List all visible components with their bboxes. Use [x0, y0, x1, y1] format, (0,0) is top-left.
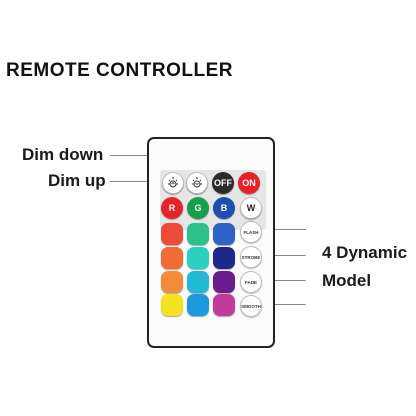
fade-label: FADE [244, 279, 257, 285]
dim-up-leader-line [110, 181, 156, 182]
on-label: ON [242, 178, 256, 188]
blue-button[interactable]: B [213, 197, 235, 219]
sun-up-icon [168, 177, 178, 188]
color-button-r2c1[interactable] [161, 223, 183, 245]
model-label: Model [322, 271, 372, 290]
color-button-r4c1[interactable] [161, 271, 183, 293]
green-button[interactable]: G [187, 197, 209, 219]
dim-up-button[interactable] [162, 172, 184, 194]
smooth-label: SMOOTH [241, 303, 261, 309]
g-label: G [194, 203, 202, 213]
fade-button[interactable]: FADE [240, 271, 262, 293]
dim-down-label: Dim down [22, 145, 104, 164]
off-label: OFF [214, 178, 232, 188]
fade-leader-line [262, 280, 306, 281]
color-button-r3c2[interactable] [187, 247, 209, 269]
sun-down-icon [192, 177, 202, 188]
smooth-button[interactable]: SMOOTH [240, 295, 262, 317]
dim-down-button[interactable] [186, 172, 208, 194]
color-button-r5c2[interactable] [187, 294, 209, 316]
off-button[interactable]: OFF [212, 172, 234, 194]
remote-controller: OFF ON R G B W FLASH STROBE FADE SMOOTH [147, 137, 275, 348]
color-button-r2c2[interactable] [187, 223, 209, 245]
strobe-leader-line [262, 255, 306, 256]
smooth-leader-line [262, 304, 306, 305]
color-button-r5c1[interactable] [161, 294, 183, 316]
white-button[interactable]: W [240, 197, 262, 219]
dynamic-label: 4 Dynamic [322, 243, 408, 262]
color-button-r5c3[interactable] [213, 294, 235, 316]
w-label: W [246, 203, 256, 213]
flash-button[interactable]: FLASH [240, 221, 262, 243]
color-button-r3c3[interactable] [213, 247, 235, 269]
r-label: R [168, 203, 176, 213]
strobe-label: STROBE [241, 254, 261, 260]
flash-leader-line [262, 229, 306, 230]
color-button-r3c1[interactable] [161, 247, 183, 269]
on-button[interactable]: ON [238, 172, 260, 194]
dim-up-label: Dim up [48, 171, 106, 190]
strobe-button[interactable]: STROBE [240, 246, 262, 268]
color-button-r2c3[interactable] [213, 223, 235, 245]
page-title: REMOTE CONTROLLER [6, 60, 233, 81]
flash-label: FLASH [243, 229, 259, 235]
b-label: B [220, 203, 228, 213]
red-button[interactable]: R [161, 197, 183, 219]
color-button-r4c2[interactable] [187, 271, 209, 293]
color-button-r4c3[interactable] [213, 271, 235, 293]
